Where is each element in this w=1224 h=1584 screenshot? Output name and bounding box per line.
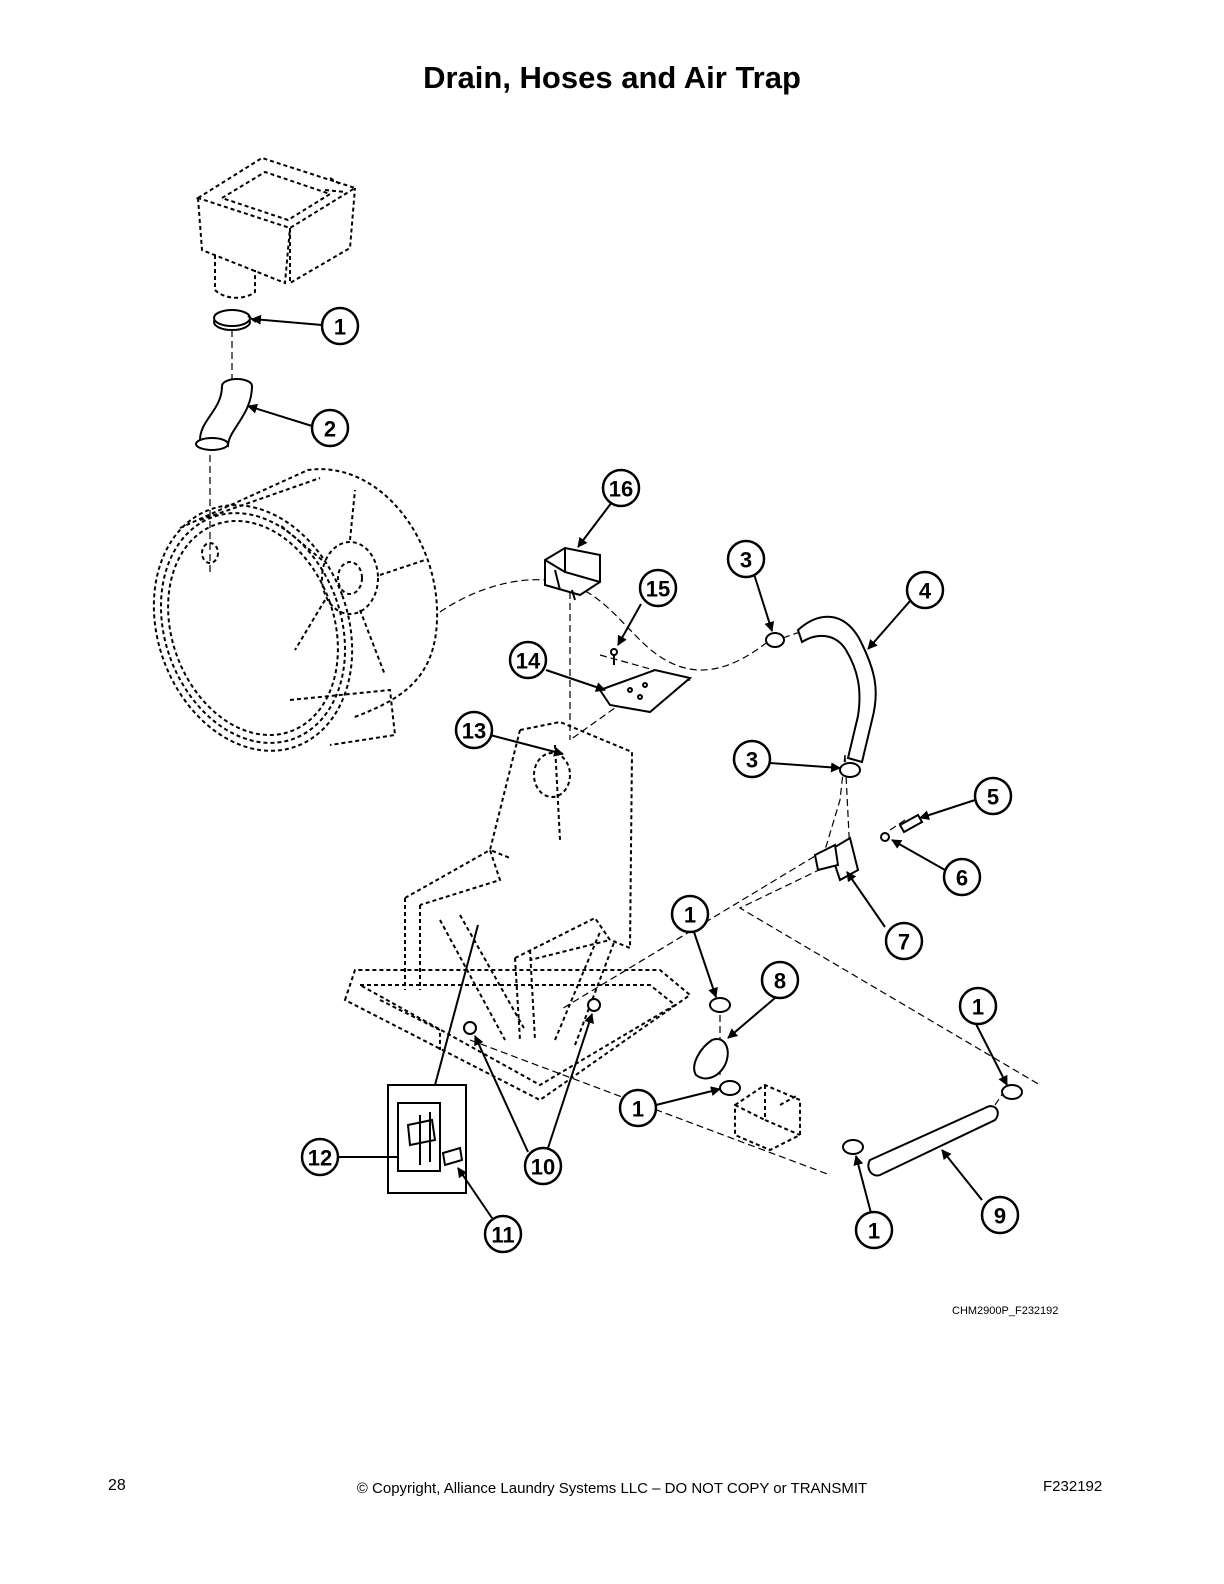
callout-3-label: 3 bbox=[746, 748, 758, 773]
hose-clamp-part bbox=[839, 762, 861, 778]
drain-elbow-part bbox=[195, 378, 253, 451]
hose-clamp-part bbox=[719, 1080, 741, 1096]
callout-1-label: 1 bbox=[868, 1219, 880, 1244]
callout-9-label: 9 bbox=[994, 1204, 1006, 1229]
copyright-notice: © Copyright, Alliance Laundry Systems LL… bbox=[356, 1480, 868, 1497]
callout-9-circle bbox=[980, 1195, 1020, 1235]
callout-13-circle bbox=[454, 710, 494, 750]
transformer-part bbox=[544, 546, 601, 601]
callout-5-circle bbox=[973, 776, 1013, 816]
grommet-part bbox=[587, 998, 601, 1012]
callout-8-label: 8 bbox=[774, 969, 786, 994]
callout-1-circle bbox=[854, 1210, 894, 1250]
callout-15-circle bbox=[638, 568, 678, 608]
callout-7-label: 7 bbox=[898, 930, 910, 955]
washer-part bbox=[880, 832, 890, 842]
hose-clamp-part bbox=[765, 632, 785, 648]
callout-1-label: 1 bbox=[972, 995, 984, 1020]
bracket-part bbox=[441, 1146, 464, 1167]
callout-10-circle bbox=[523, 1146, 563, 1186]
screw-part bbox=[610, 648, 618, 665]
callout-4-label: 4 bbox=[919, 579, 932, 604]
callout-7-circle bbox=[884, 921, 924, 961]
inset-leader-lines bbox=[338, 924, 479, 1158]
hose-clamp-part bbox=[213, 309, 257, 331]
callout-12-circle bbox=[300, 1137, 340, 1177]
hose-part bbox=[867, 1105, 999, 1177]
hose-clamp-part bbox=[709, 997, 731, 1013]
page-title: Drain, Hoses and Air Trap bbox=[423, 60, 801, 95]
leader-arrows bbox=[247, 314, 1008, 1219]
callout-3-circle bbox=[726, 539, 766, 579]
screw-part bbox=[898, 813, 924, 834]
document-id: F232192 bbox=[1043, 1478, 1103, 1495]
callout-16-label: 16 bbox=[609, 477, 633, 502]
callout-16-circle bbox=[601, 468, 641, 508]
callout-8-circle bbox=[760, 960, 800, 1000]
callout-12-label: 12 bbox=[308, 1146, 332, 1171]
pump-drawing bbox=[734, 1083, 801, 1152]
callout-3-label: 3 bbox=[740, 548, 752, 573]
callout-11-circle bbox=[483, 1214, 523, 1254]
hose-clamp-part bbox=[1001, 1084, 1023, 1100]
callout-1-circle bbox=[958, 986, 998, 1026]
callout-6-circle bbox=[942, 857, 982, 897]
callout-1-label: 1 bbox=[334, 315, 346, 340]
callout-6-label: 6 bbox=[956, 866, 968, 891]
callout-14-label: 14 bbox=[516, 649, 541, 674]
grommet-part bbox=[463, 1021, 477, 1035]
callout-4-circle bbox=[905, 570, 945, 610]
callout-15-label: 15 bbox=[646, 577, 670, 602]
frame-drawing bbox=[343, 720, 692, 1102]
drum-drawing bbox=[152, 468, 439, 752]
callout-5-label: 5 bbox=[987, 785, 999, 810]
air-trap-part bbox=[813, 836, 860, 882]
callout-1-label: 1 bbox=[684, 903, 696, 928]
switch-assembly-part bbox=[406, 1112, 437, 1165]
mounting-plate-part bbox=[598, 668, 693, 714]
figure-id: CHM2900P_F232192 bbox=[952, 1305, 1059, 1317]
callout-14-circle bbox=[508, 640, 548, 680]
callout-11-label: 11 bbox=[491, 1223, 514, 1248]
callout-1-circle bbox=[670, 894, 710, 934]
page-number: 28 bbox=[108, 1477, 126, 1494]
callout-3-circle bbox=[732, 739, 772, 779]
dispenser-drawing bbox=[195, 156, 358, 299]
callout-1-circle bbox=[320, 306, 360, 346]
callout-2-circle bbox=[310, 408, 350, 448]
callout-13-label: 13 bbox=[462, 719, 486, 744]
callout-2-label: 2 bbox=[324, 417, 336, 442]
hose-clamp-part bbox=[842, 1139, 864, 1155]
callout-1-circle bbox=[618, 1088, 658, 1128]
callout-1-label: 1 bbox=[632, 1097, 644, 1122]
hose-part bbox=[796, 615, 877, 764]
alignment-lines bbox=[209, 330, 1041, 1176]
callout-10-label: 10 bbox=[531, 1155, 555, 1180]
elbow-part bbox=[693, 1038, 729, 1080]
